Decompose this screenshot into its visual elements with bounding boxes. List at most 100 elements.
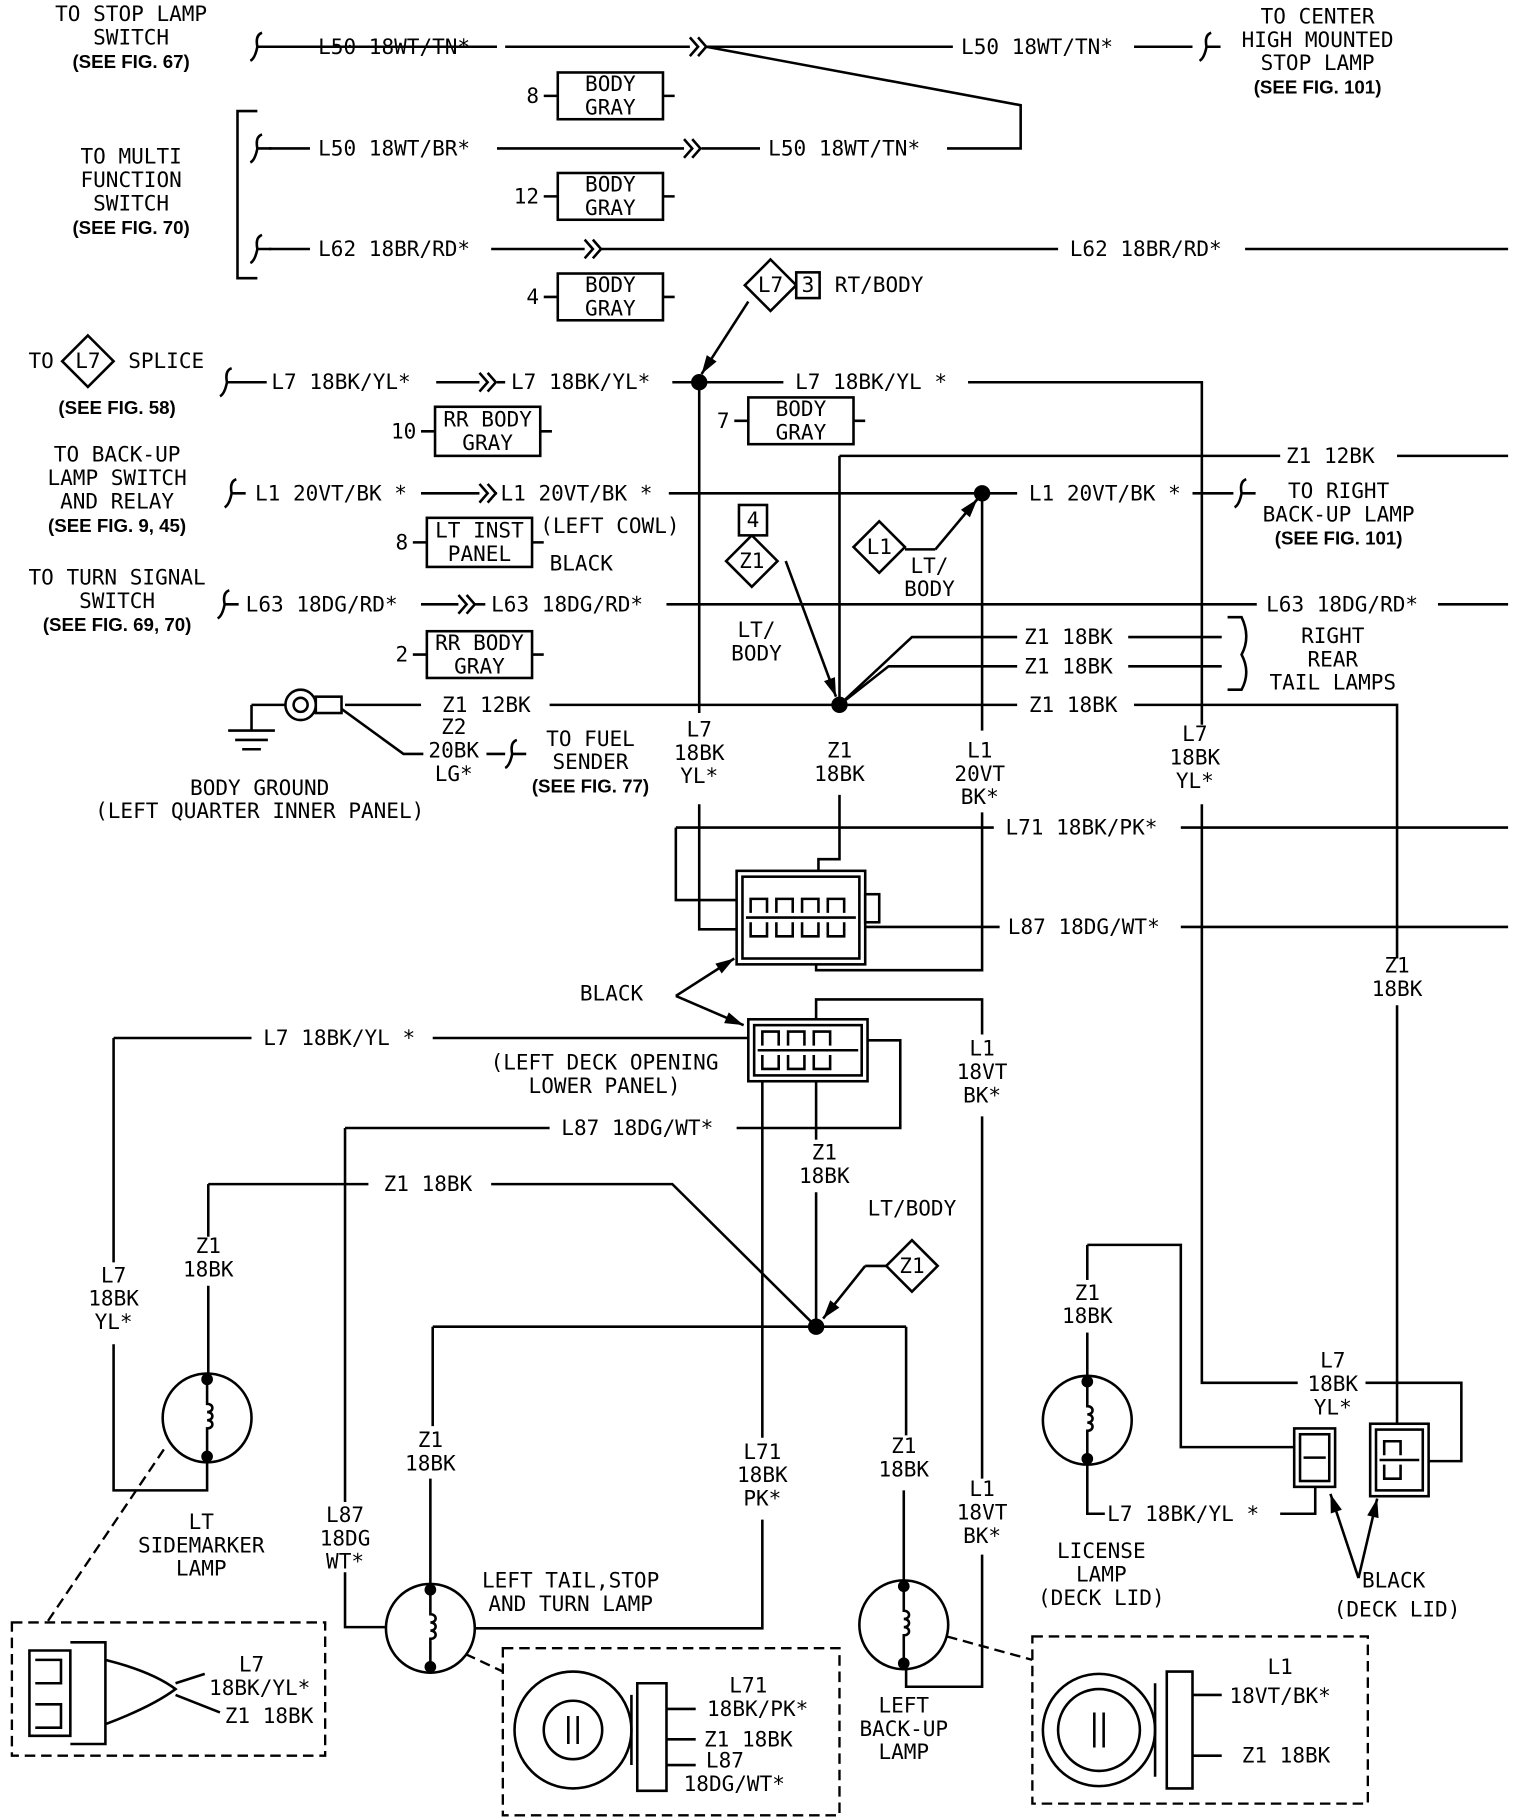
splice-dot (973, 485, 991, 502)
wire-label: L7 18BK/YL* (511, 369, 650, 394)
wire-label: L71 (743, 1439, 781, 1464)
connector-color: GRAY (462, 430, 513, 455)
wire-label: 18BK (1170, 744, 1221, 769)
label-to-backup-switch: LAMP SWITCH (47, 465, 186, 490)
wire-label: Z1 (1384, 953, 1409, 978)
wire-label: L50 18WT/BR* (318, 135, 470, 160)
label-left-cowl: (LEFT COWL) (540, 513, 679, 538)
wire-label: Z1 18BK (225, 1703, 314, 1728)
arrow-line (784, 560, 838, 698)
plug-latch (863, 892, 881, 924)
wire-label: 18BK (674, 740, 725, 765)
label-to-chmsl: STOP LAMP (1261, 50, 1375, 75)
wire-end-squiggle-icon (504, 738, 527, 770)
arrowhead-icon (1330, 1493, 1342, 1514)
splice-diamond-icon: Z1 (884, 1238, 940, 1294)
connector-color: GRAY (585, 195, 636, 220)
arrowhead-icon (960, 499, 978, 518)
wire (236, 109, 258, 280)
wire-label: Z1 12BK (1286, 443, 1375, 468)
wire-label: L87 18DG/WT* (1008, 914, 1160, 939)
label-to-fuel-sender: (SEE FIG. 77) (532, 776, 649, 797)
wire (838, 635, 1018, 706)
wire (1280, 1482, 1317, 1516)
wire-label: 20VT (954, 761, 1005, 786)
label-lt-body: LT/ (737, 617, 775, 642)
label-lt-sidemarker-lamp: LAMP (176, 1556, 227, 1581)
wire-label: Z1 (1075, 1280, 1100, 1305)
arrowhead-icon (823, 677, 836, 697)
wire-label: BK* (963, 1523, 1001, 1548)
connector-color: GRAY (585, 95, 636, 120)
wire-end-squiggle-icon (223, 478, 246, 509)
label-black: BLACK (1362, 1567, 1426, 1592)
connector-box (556, 71, 665, 121)
splice-id: L1 (867, 534, 892, 559)
wire (674, 827, 749, 902)
wire-label: Z1 18BK (384, 1171, 473, 1196)
connector-name: BODY (776, 396, 827, 421)
label-to-stop-lamp-switch: (SEE FIG. 67) (72, 51, 189, 72)
wire-label: L1 (969, 1036, 994, 1061)
wire (1134, 703, 1399, 959)
wire-label: L63 18DG/RD* (246, 591, 398, 616)
wire-label: 18BK (878, 1456, 929, 1481)
sidemarker-socket-icon (28, 1641, 221, 1746)
connector-pin: 8 (395, 529, 408, 554)
wire-label: L63 18DG/RD* (1266, 591, 1418, 616)
filament-icon (902, 1586, 911, 1664)
connector-color: GRAY (585, 296, 636, 321)
wire-label: L50 18WT/TN* (318, 34, 470, 59)
wire-label: 18BK (814, 761, 865, 786)
wire-label: 18BK (1062, 1303, 1113, 1328)
wire-label: L62 18BR/RD* (1070, 236, 1222, 261)
label-to-chmsl: (SEE FIG. 101) (1254, 77, 1382, 98)
wire (1200, 804, 1298, 1385)
label-rt-body: RT/BODY (835, 272, 924, 297)
wire-label: L71 18BK/PK* (1005, 815, 1157, 840)
connector-deck-lid (1368, 1422, 1430, 1498)
wire-label: L7 18BK/YL * (795, 369, 947, 394)
wire (814, 998, 984, 1035)
label-left-backup-lamp: LAMP (878, 1739, 929, 1764)
wire (1087, 1243, 1310, 1449)
label-left-tail-lamp: AND TURN LAMP (488, 1591, 653, 1616)
label-to-chmsl: TO CENTER (1261, 3, 1375, 28)
label-body-ground: (LEFT QUARTER INNER PANEL) (95, 798, 424, 823)
label-to-backup-switch: (SEE FIG. 9, 45) (48, 515, 186, 536)
label-deck-lid: (DECK LID) (1334, 1597, 1461, 1622)
wire-label: L7 (239, 1652, 264, 1677)
wire-label: Z1 18BK (1029, 692, 1118, 717)
wire-label: 18BK (737, 1462, 788, 1487)
wire-label: Z1 (827, 737, 852, 762)
label-black: BLACK (550, 550, 614, 575)
label-left-deck-opening: LOWER PANEL) (529, 1073, 681, 1098)
splice-id: Z1 (739, 548, 764, 573)
label-to-right-backup-lamp: TO RIGHT (1288, 478, 1390, 503)
splice-dot (831, 696, 848, 714)
wire-label: YL* (1314, 1394, 1352, 1419)
wire-label: 18VT/BK* (1230, 1683, 1331, 1708)
wire-label: Z1 18BK (1242, 1743, 1331, 1768)
label-left-tail-lamp: LEFT TAIL,STOP (482, 1567, 659, 1592)
wire-label: Z1 18BK (1024, 653, 1113, 678)
wire-label: L50 18WT/TN* (768, 135, 920, 160)
label-to-right-backup-lamp: BACK-UP LAMP (1263, 501, 1415, 526)
connector-box (425, 516, 534, 569)
arrowhead-icon (1367, 1498, 1379, 1519)
wire (338, 706, 424, 756)
wire (838, 664, 1018, 706)
lt-sidemarker-lamp-icon (161, 1372, 253, 1464)
splice-id: L7 (758, 272, 783, 297)
wire-label: L7 (687, 716, 712, 741)
label-license-lamp: LAMP (1076, 1562, 1127, 1587)
wire-label: 18BK/YL* (209, 1675, 310, 1700)
connector-box (556, 272, 665, 322)
wire-label: Z1 (418, 1427, 443, 1452)
wire (904, 1554, 984, 1689)
wire (817, 794, 841, 877)
label-lt-body: BODY (904, 576, 955, 601)
